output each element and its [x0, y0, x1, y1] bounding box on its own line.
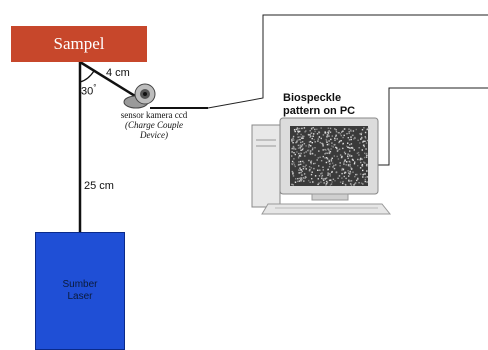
sample-label: Sampel — [53, 34, 105, 53]
ccd-camera-icon — [123, 83, 156, 109]
angle-value: 30 — [81, 85, 94, 98]
distance-label-4cm: 4 cm — [106, 67, 130, 79]
pc-caption: Biospeckle pattern on PC — [283, 92, 355, 118]
camera-caption-line1: sensor kamera ccd — [120, 110, 188, 120]
speckle-pattern — [291, 127, 369, 186]
distance-label-25cm: 25 cm — [84, 180, 114, 192]
laser-source-box: Sumber Laser — [35, 232, 125, 350]
angle-arc — [79, 70, 95, 83]
camera-caption-line3: Device) — [140, 130, 168, 140]
pc-caption-line1: Biospeckle — [283, 92, 342, 104]
camera-caption: sensor kamera ccd (Charge Couple Device) — [94, 110, 214, 140]
pc-caption-line2: pattern on PC — [283, 105, 356, 117]
laser-label: Sumber Laser — [62, 279, 98, 302]
angle-label: 30° — [81, 83, 96, 98]
pc-cable — [376, 87, 488, 166]
sample-box: Sampel — [11, 26, 147, 62]
camera-caption-line2: (Charge Couple — [125, 120, 183, 130]
computer-icon — [251, 117, 392, 215]
reflected-beam-line — [79, 60, 136, 98]
angle-unit: ° — [93, 83, 97, 92]
camera-to-pc-cable — [207, 14, 488, 109]
